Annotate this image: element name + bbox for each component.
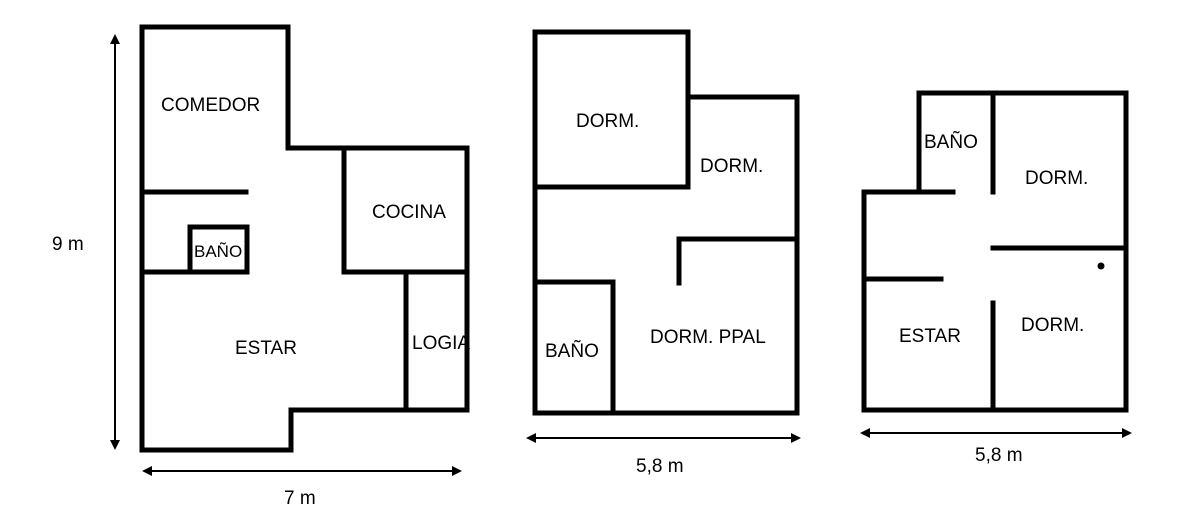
plan-1-width-dimension-label: 7 m — [284, 488, 316, 509]
plan-3-width-dimension-label: 5,8 m — [975, 445, 1023, 466]
plan-2-dorm-ppal-label: DORM. PPAL — [650, 327, 766, 348]
plan-2-dorm1-label: DORM. — [576, 111, 639, 132]
plan-2-outer-wall — [532, 29, 800, 416]
plan-2-dorm-upper-wall — [532, 94, 691, 190]
plan-3-floor: BAÑO DORM. ESTAR DORM. 5,8 m — [860, 90, 1132, 466]
plan-3-bano-label: BAÑO — [924, 131, 978, 153]
plan-2-upper-floor: DORM. DORM. BAÑO DORM. PPAL 5,8 m — [526, 29, 801, 477]
plan-1-estar-label: ESTAR — [235, 338, 297, 359]
plan-1-height-dimension-label: 9 m — [52, 234, 84, 255]
plan-1-cocina-wall — [341, 145, 470, 275]
plan-1-cocina-label: COCINA — [372, 202, 446, 223]
plan-1-bano-box — [187, 224, 250, 275]
plan-2-bano-label: BAÑO — [545, 340, 599, 362]
plan-3-door-dot — [1097, 262, 1105, 270]
plan-2-width-dimension-label: 5,8 m — [636, 456, 684, 477]
plan-1-logia-label: LOGIA — [412, 333, 470, 354]
plan-3-estar-label: ESTAR — [899, 326, 961, 347]
plan-3-dorm2-label: DORM. — [1021, 315, 1084, 336]
plan-1-bano-label: BAÑO — [194, 242, 242, 261]
plan-1-comedor-label: COMEDOR — [161, 95, 260, 116]
plan-1-ground-floor: COMEDOR BAÑO COCINA ESTAR LOGIA 9 m 7 m — [52, 24, 470, 509]
plan-2-dorm2-label: DORM. — [700, 156, 763, 177]
plan-2-bano-wall — [532, 279, 616, 416]
plan-3-dorm1-label: DORM. — [1025, 168, 1088, 189]
plan-1-outer-wall — [139, 24, 470, 453]
